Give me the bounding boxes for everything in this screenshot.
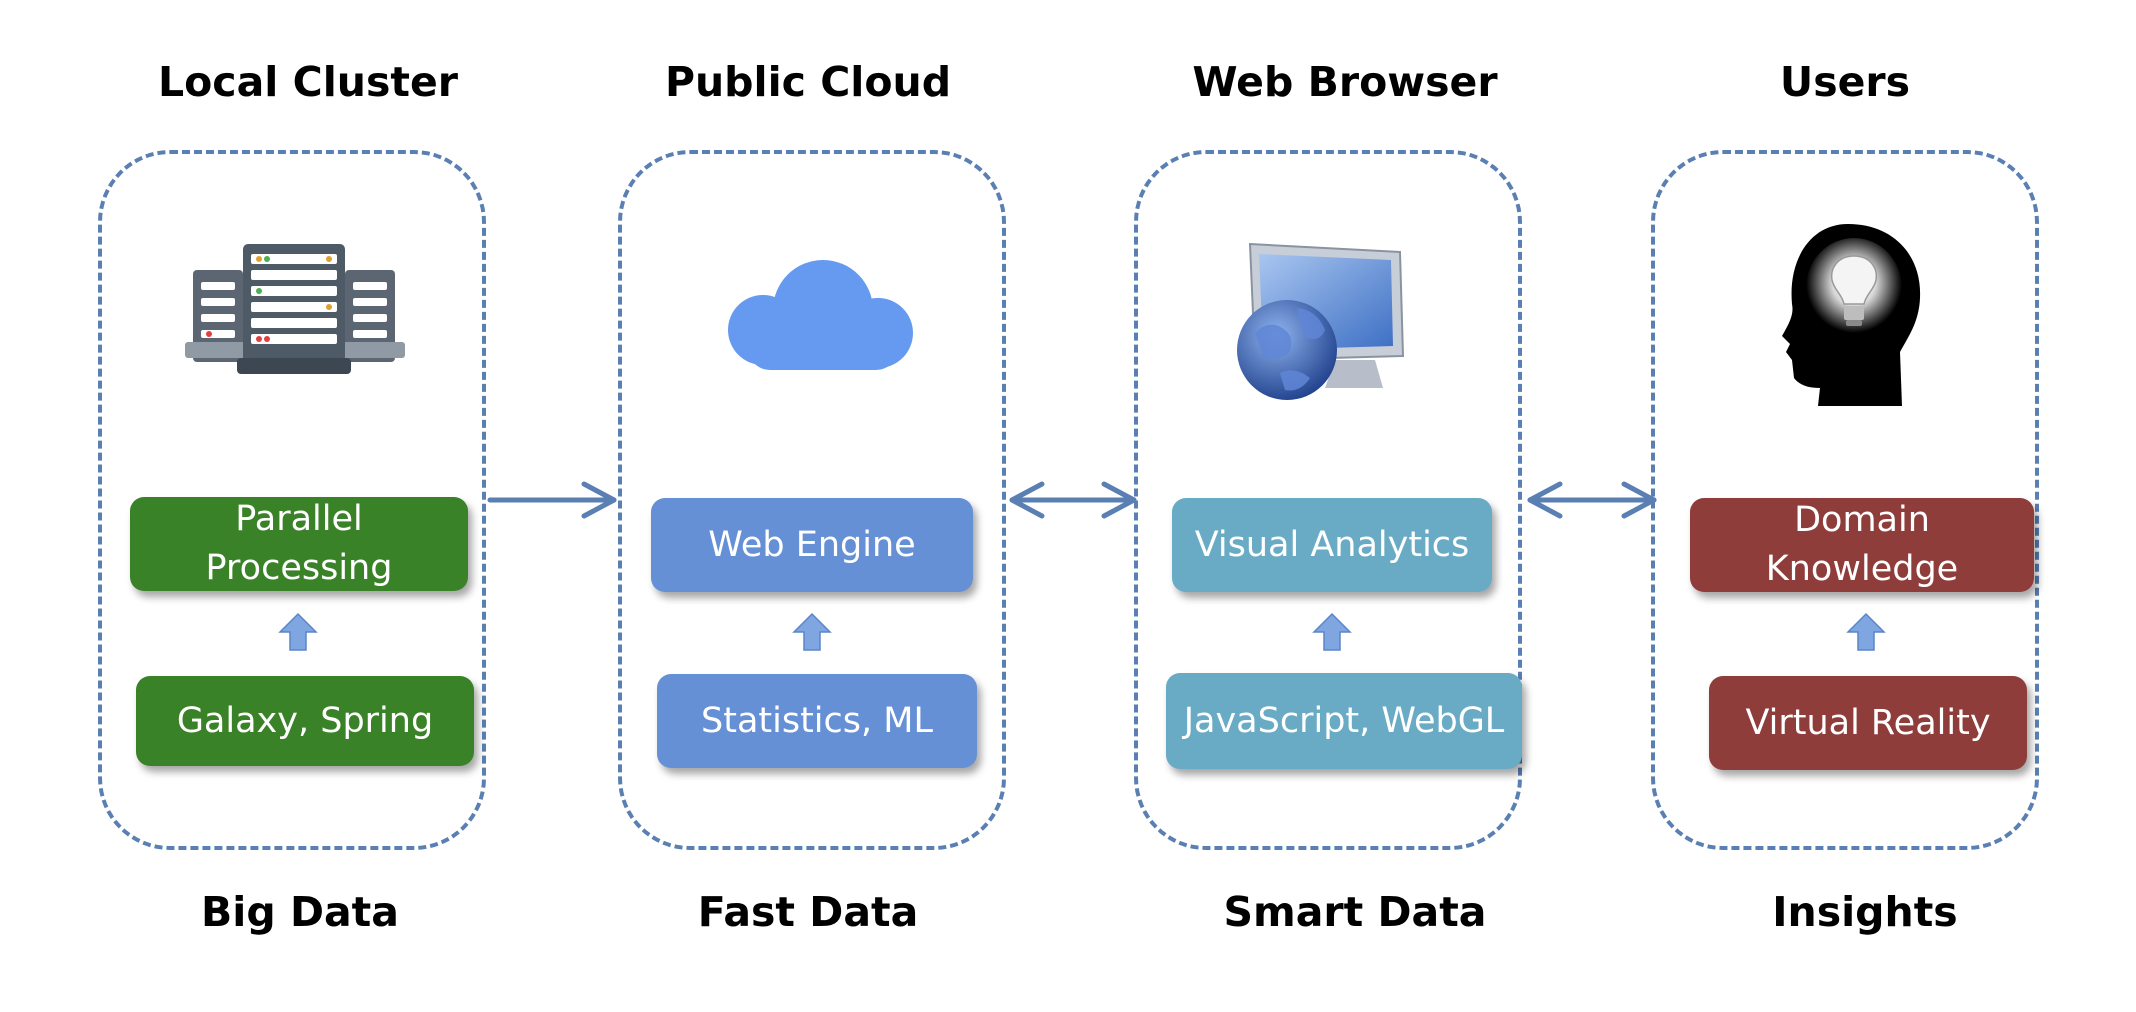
- box-virtual-reality: Virtual Reality: [1709, 676, 2027, 770]
- connector-arrow-cloud-browser: [1009, 481, 1137, 519]
- globe-monitor-icon: [1225, 238, 1415, 408]
- box-parallel-processing: Parallel Processing: [130, 497, 468, 591]
- up-arrow-icon: [278, 612, 318, 652]
- box-statistics-ml: Statistics, ML: [657, 674, 977, 768]
- column-footer-big-data: Big Data: [201, 888, 399, 936]
- column-title-local-cluster: Local Cluster: [158, 58, 458, 106]
- column-footer-fast-data: Fast Data: [697, 888, 919, 936]
- column-title-users: Users: [1779, 58, 1911, 106]
- column-title-public-cloud: Public Cloud: [664, 58, 952, 106]
- cloud-icon: [708, 255, 928, 380]
- column-footer-insights: Insights: [1772, 888, 1958, 936]
- box-web-engine: Web Engine: [651, 498, 973, 592]
- up-arrow-icon: [792, 612, 832, 652]
- connector-arrow-browser-users: [1527, 481, 1657, 519]
- box-domain-knowledge: Domain Knowledge: [1690, 498, 2034, 592]
- column-title-web-browser: Web Browser: [1192, 58, 1498, 106]
- up-arrow-icon: [1846, 612, 1886, 652]
- up-arrow-icon: [1312, 612, 1352, 652]
- server-rack-icon: [185, 240, 405, 375]
- column-footer-smart-data: Smart Data: [1223, 888, 1487, 936]
- panel-local-cluster: [98, 150, 486, 850]
- box-visual-analytics: Visual Analytics: [1172, 498, 1492, 592]
- head-lightbulb-icon: [1770, 220, 1930, 410]
- box-galaxy-spring: Galaxy, Spring: [136, 676, 474, 766]
- box-javascript-webgl: JavaScript, WebGL: [1166, 673, 1522, 769]
- panel-public-cloud: [618, 150, 1006, 850]
- connector-arrow-cluster-to-cloud: [487, 481, 617, 519]
